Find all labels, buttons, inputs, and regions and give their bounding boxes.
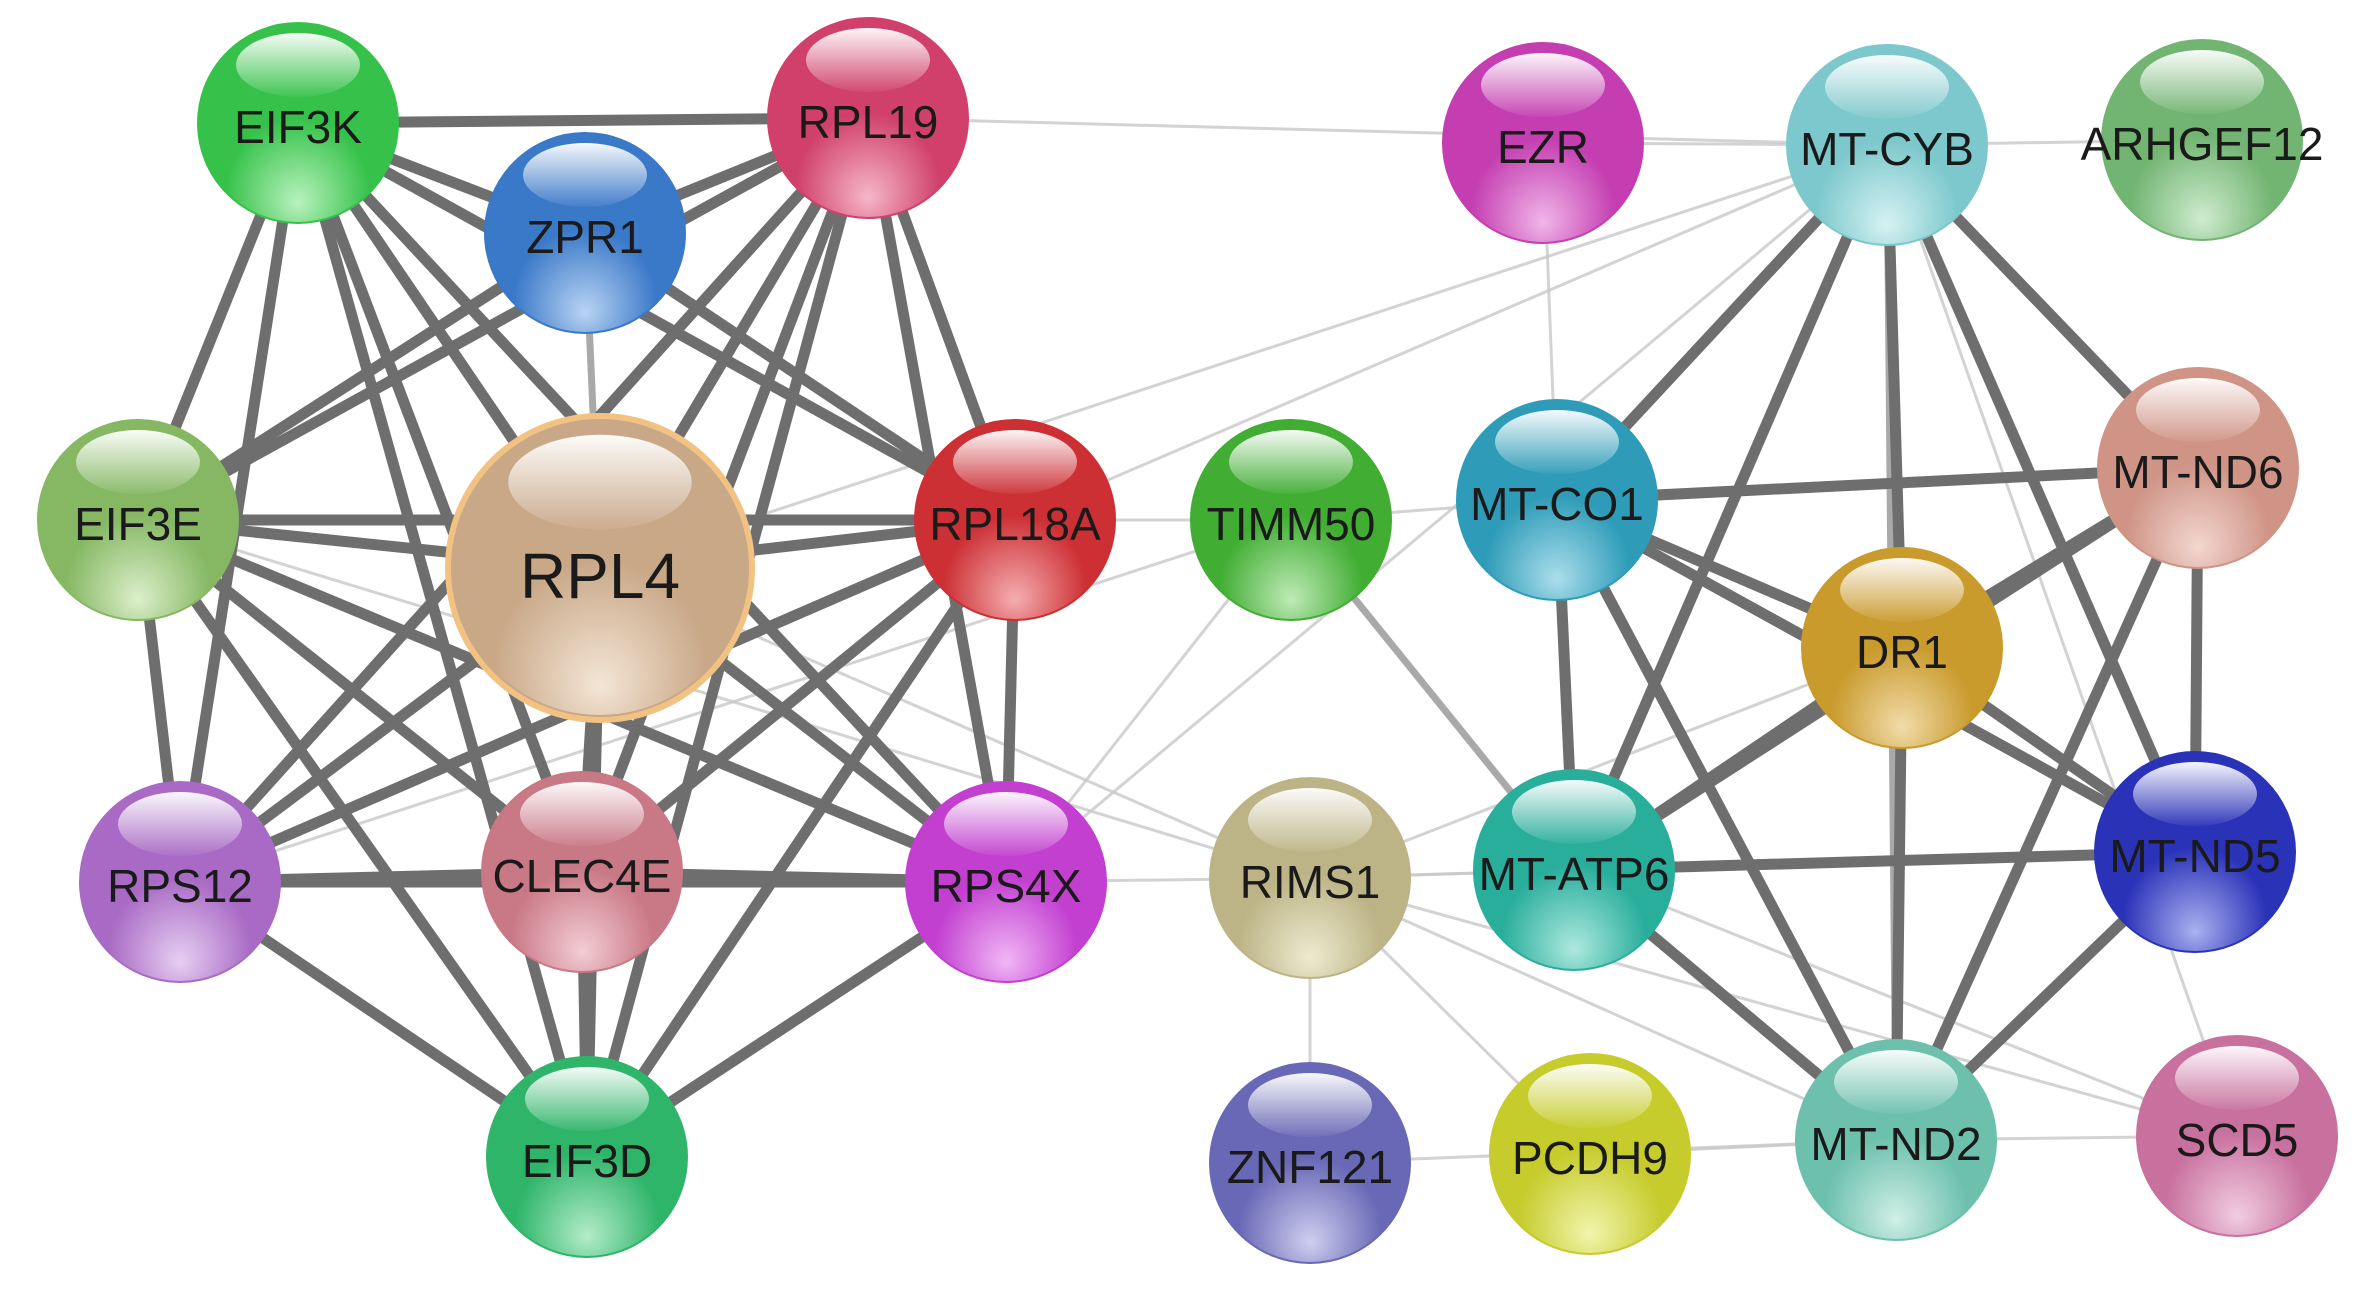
node-highlight — [525, 1067, 649, 1131]
node-highlight — [953, 430, 1077, 494]
node-label: MT-ATP6 — [1479, 848, 1670, 900]
node-highlight — [1840, 558, 1964, 622]
node-label: EIF3D — [522, 1135, 652, 1187]
node-ezr[interactable]: EZR — [1442, 42, 1644, 244]
node-highlight — [2140, 50, 2264, 114]
node-highlight — [806, 28, 930, 92]
node-rpl18a[interactable]: RPL18A — [914, 419, 1116, 621]
node-eif3e[interactable]: EIF3E — [37, 419, 239, 621]
edge-mt-atp6-scd5 — [1572, 868, 2239, 1138]
edge-mt-atp6-mt-nd5 — [1568, 846, 2201, 876]
node-label: RPL4 — [520, 540, 680, 612]
edge-eif3k-clec4e — [292, 117, 588, 878]
edge-eif3k-rps12 — [174, 117, 304, 888]
node-label: DR1 — [1856, 626, 1948, 678]
edge-rpl19-eif3e — [132, 112, 874, 526]
node-highlight — [1495, 410, 1619, 474]
node-label: MT-ND2 — [1810, 1118, 1981, 1170]
node-mt-atp6[interactable]: MT-ATP6 — [1473, 769, 1675, 971]
node-highlight — [508, 434, 692, 530]
edge-mt-cyb-mt-atp6 — [1568, 139, 1893, 876]
node-label: PCDH9 — [1512, 1132, 1668, 1184]
node-label: ARHGEF12 — [2081, 118, 2324, 170]
node-highlight — [1481, 53, 1605, 117]
node-highlight — [523, 143, 647, 207]
node-highlight — [1229, 430, 1353, 494]
edge-rpl18a-eif3d — [581, 514, 1021, 1163]
edge-eif3k-eif3d — [292, 117, 593, 1163]
edge-rims1-dr1 — [1308, 646, 1904, 880]
node-arhgef12[interactable]: ARHGEF12 — [2081, 39, 2324, 241]
edge-rpl4-mt-cyb — [598, 143, 1889, 570]
edge-rims1-mt-nd2 — [1308, 876, 1898, 1142]
node-rims1[interactable]: RIMS1 — [1209, 777, 1411, 979]
node-highlight — [1528, 1064, 1652, 1128]
node-label: EZR — [1497, 121, 1589, 173]
node-zpr1[interactable]: ZPR1 — [484, 132, 686, 334]
node-label: RPL18A — [929, 498, 1101, 550]
edge-rpl19-mt-cyb — [866, 116, 1889, 147]
node-mt-nd2[interactable]: MT-ND2 — [1795, 1039, 1997, 1241]
edge-mt-co1-mt-nd2 — [1551, 494, 1902, 1146]
edge-rps4x-mt-cyb — [1004, 143, 1889, 884]
edge-rims1-scd5 — [1308, 876, 2239, 1138]
edge-eif3k-rpl18a — [292, 117, 1021, 526]
node-label: TIMM50 — [1207, 498, 1376, 550]
node-mt-cyb[interactable]: MT-CYB — [1786, 44, 1988, 246]
node-highlight — [2133, 762, 2257, 826]
node-label: SCD5 — [2176, 1114, 2299, 1166]
node-highlight — [944, 792, 1068, 856]
node-mt-nd5[interactable]: MT-ND5 — [2094, 751, 2296, 953]
node-znf121[interactable]: ZNF121 — [1209, 1062, 1411, 1264]
node-timm50[interactable]: TIMM50 — [1190, 419, 1392, 621]
node-label: ZPR1 — [526, 211, 644, 263]
node-highlight — [1825, 55, 1949, 119]
node-label: EIF3E — [74, 498, 202, 550]
node-highlight — [1248, 1073, 1372, 1137]
edge-rps12-timm50 — [178, 518, 1293, 884]
node-label: EIF3K — [234, 101, 362, 153]
node-label: RPL19 — [798, 96, 939, 148]
edge-eif3e-rims1 — [136, 518, 1312, 880]
node-eif3d[interactable]: EIF3D — [486, 1056, 688, 1258]
node-highlight — [1834, 1050, 1958, 1114]
node-highlight — [236, 33, 360, 97]
node-label: ZNF121 — [1227, 1141, 1393, 1193]
node-rpl4[interactable]: RPL4 — [445, 413, 755, 723]
node-label: MT-CYB — [1800, 123, 1974, 175]
node-eif3k[interactable]: EIF3K — [197, 22, 399, 224]
node-highlight — [1512, 780, 1636, 844]
node-rpl19[interactable]: RPL19 — [767, 17, 969, 219]
edge-mt-nd6-mt-nd2 — [1890, 462, 2204, 1146]
node-rps4x[interactable]: RPS4X — [905, 781, 1107, 983]
node-label: RPS12 — [107, 860, 253, 912]
edge-eif3e-eif3d — [132, 514, 593, 1163]
node-label: MT-ND5 — [2109, 830, 2280, 882]
node-label: MT-ND6 — [2112, 446, 2283, 498]
node-highlight — [118, 792, 242, 856]
node-highlight — [1248, 788, 1372, 852]
edge-rpl18a-mt-cyb — [1013, 143, 1889, 522]
node-dr1[interactable]: DR1 — [1801, 547, 2003, 749]
node-label: CLEC4E — [493, 850, 672, 902]
edge-mt-cyb-mt-nd5 — [1881, 139, 2201, 858]
node-label: RIMS1 — [1240, 856, 1381, 908]
edge-mt-cyb-scd5 — [1885, 143, 2239, 1138]
node-mt-nd6[interactable]: MT-ND6 — [2097, 367, 2299, 569]
node-label: MT-CO1 — [1470, 478, 1644, 530]
node-pcdh9[interactable]: PCDH9 — [1489, 1053, 1691, 1255]
node-label: RPS4X — [931, 860, 1082, 912]
node-highlight — [2136, 378, 2260, 442]
node-clec4e[interactable]: CLEC4E — [481, 771, 683, 973]
node-highlight — [76, 430, 200, 494]
node-scd5[interactable]: SCD5 — [2136, 1035, 2338, 1237]
node-mt-co1[interactable]: MT-CO1 — [1456, 399, 1658, 601]
node-highlight — [520, 782, 644, 846]
node-rps12[interactable]: RPS12 — [79, 781, 281, 983]
node-highlight — [2175, 1046, 2299, 1110]
edge-mt-co1-mt-nd6 — [1551, 462, 2204, 506]
